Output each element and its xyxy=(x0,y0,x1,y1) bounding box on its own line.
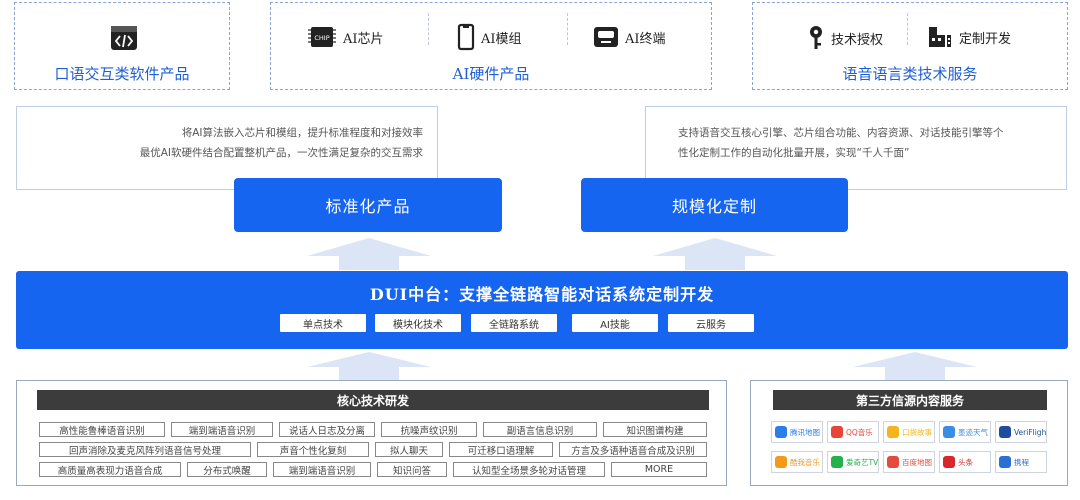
tech-cell: 高质量高表现力语音合成 xyxy=(39,462,181,477)
service-item-license: 技术授权 xyxy=(807,25,883,51)
tech-cell-more: MORE xyxy=(611,462,707,477)
tech-service-label: 语音语言类技术服务 xyxy=(842,65,978,83)
tech-cell: 可迁移口语理解 xyxy=(449,442,553,457)
tech-cell: 端到端语音识别 xyxy=(273,462,371,477)
tech-service-box: 技术授权 定制开发 语音语言类技术服务 xyxy=(752,2,1068,90)
partner-logo: 口袋故事 xyxy=(883,421,935,443)
service-item-custom-dev: 定制开发 xyxy=(927,25,1011,49)
up-arrow-icon xyxy=(853,352,977,380)
tech-cell: 说话人日志及分离 xyxy=(279,422,375,437)
tech-cell: 抗噪声纹识别 xyxy=(381,422,477,437)
tech-cell: 方言及多语种语音合成及识别 xyxy=(559,442,707,457)
tech-cell: 分布式唤醒 xyxy=(187,462,267,477)
third-party-panel: 第三方信源内容服务 腾讯地图 QQ音乐 口袋故事 墨迹天气 VeriFlight 酷我音乐… xyxy=(750,380,1068,486)
tech-cell: 回声消除及麦克风阵列语音信号处理 xyxy=(39,442,251,457)
service-label-custom-dev: 定制开发 xyxy=(959,31,1012,47)
custom-description: 支持语音交互核心引擎、芯片组合功能、内容资源、对话技能引擎等个 性化定制工作的自… xyxy=(645,106,1067,190)
partner-logo-name: 墨迹天气 xyxy=(958,427,988,437)
hw-label-ai-terminal: AI终端 xyxy=(625,31,666,47)
dui-platform-band: DUI中台：支撑全链路智能对话系统定制开发 单点技术 模块化技术 全链路系统 A… xyxy=(16,271,1068,349)
tech-cell: 知识图谱构建 xyxy=(603,422,707,437)
tech-cell: 高性能鲁棒语音识别 xyxy=(39,422,165,437)
chip-icon-text: CHIP xyxy=(314,34,329,42)
tech-cell: 副语言信息识别 xyxy=(483,422,597,437)
partner-logo-icon xyxy=(943,426,955,438)
standard-product-pill: 标准化产品 xyxy=(234,178,502,232)
custom-pill: 规模化定制 xyxy=(581,178,848,232)
dui-chip-single-point: 单点技术 xyxy=(280,314,366,332)
tech-cell: 拟人聊天 xyxy=(375,442,443,457)
code-window-icon xyxy=(111,26,137,50)
partner-logo: QQ音乐 xyxy=(827,421,879,443)
partner-logo: 百度地图 xyxy=(883,451,935,473)
partner-logo: 腾讯地图 xyxy=(771,421,823,443)
partner-logo: 头条 xyxy=(939,451,991,473)
custom-desc-line-1: 支持语音交互核心引擎、芯片组合功能、内容资源、对话技能引擎等个 xyxy=(678,127,1004,139)
partner-logo-name: 口袋故事 xyxy=(902,427,932,437)
software-product-box: 口语交互类软件产品 xyxy=(14,2,230,90)
dui-title: DUI中台：支撑全链路智能对话系统定制开发 xyxy=(369,285,715,304)
partner-logo: 爱奇艺TV xyxy=(827,451,879,473)
dui-chip-full-link: 全链路系统 xyxy=(471,314,557,332)
standard-product-description: 将AI算法嵌入芯片和模组，提升标准程度和对接效率 最优AI软硬件结合配置整机产品… xyxy=(16,106,438,190)
up-arrow-icon xyxy=(307,352,431,380)
partner-logo-name: QQ音乐 xyxy=(846,427,873,437)
partner-logo: 酷我音乐 xyxy=(771,451,823,473)
tech-cell: 声音个性化复刻 xyxy=(257,442,369,457)
software-product-label: 口语交互类软件产品 xyxy=(54,65,190,83)
partner-logo-name: 头条 xyxy=(958,457,973,467)
hw-label-ai-module: AI模组 xyxy=(481,31,522,47)
tech-cell: 端到端语音识别 xyxy=(171,422,273,437)
module-icon xyxy=(457,23,475,51)
custom-desc-line-2: 性化定制工作的自动化批量开展，实现“千人千面” xyxy=(678,147,910,159)
hw-item-ai-terminal: AI终端 xyxy=(593,25,666,49)
partner-logo-name: 爱奇艺TV xyxy=(846,457,879,467)
dui-chip-ai-skill: AI技能 xyxy=(572,314,658,332)
core-tech-title: 核心技术研发 xyxy=(37,390,709,410)
tech-cell: 知识问答 xyxy=(377,462,447,477)
partner-logo-name: 携程 xyxy=(1014,457,1029,467)
partner-logo-icon xyxy=(831,456,843,468)
hw-item-ai-module: AI模组 xyxy=(457,23,522,51)
partner-logo: VeriFlight xyxy=(995,421,1047,443)
tech-cell: 认知型全场景多轮对话管理 xyxy=(453,462,605,477)
hardware-product-label: AI硬件产品 xyxy=(452,65,530,83)
up-arrow-icon xyxy=(653,238,777,270)
partner-logo-icon xyxy=(887,456,899,468)
partner-logo-name: VeriFlight xyxy=(1014,427,1047,437)
partner-logo-name: 腾讯地图 xyxy=(790,427,820,437)
hw-item-ai-chip: CHIP AI芯片 xyxy=(307,25,384,49)
standard-desc-line-2: 最优AI软硬件结合配置整机产品，一次性满足复杂的交互需求 xyxy=(139,147,423,159)
partner-logo-name: 酷我音乐 xyxy=(790,457,820,467)
partner-logo: 墨迹天气 xyxy=(939,421,991,443)
key-icon xyxy=(810,26,822,49)
core-tech-panel: 核心技术研发 高性能鲁棒语音识别 端到端语音识别 说话人日志及分离 抗噪声纹识别… xyxy=(16,380,727,486)
third-party-title: 第三方信源内容服务 xyxy=(773,390,1047,410)
partner-logo-name: 百度地图 xyxy=(902,457,932,467)
partner-logo-icon xyxy=(775,426,787,438)
partner-logo-icon xyxy=(775,456,787,468)
terminal-icon xyxy=(594,27,618,47)
partner-logo-icon xyxy=(943,456,955,468)
dui-chip-modular: 模块化技术 xyxy=(375,314,461,332)
chip-icon: CHIP xyxy=(308,27,336,47)
partner-logo-icon xyxy=(999,456,1011,468)
partner-logo-icon xyxy=(831,426,843,438)
service-label-license: 技术授权 xyxy=(831,32,884,48)
custom-dev-icon xyxy=(929,27,951,47)
dui-chip-cloud: 云服务 xyxy=(668,314,754,332)
partner-logo: 携程 xyxy=(995,451,1047,473)
standard-desc-line-1: 将AI算法嵌入芯片和模组，提升标准程度和对接效率 xyxy=(181,127,423,139)
hw-label-ai-chip: AI芯片 xyxy=(343,31,384,47)
partner-logo-icon xyxy=(999,426,1011,438)
up-arrow-icon xyxy=(307,238,431,270)
partner-logo-icon xyxy=(887,426,899,438)
hardware-product-box: CHIP AI芯片 AI模组 AI终端 AI硬件产品 xyxy=(270,2,712,90)
